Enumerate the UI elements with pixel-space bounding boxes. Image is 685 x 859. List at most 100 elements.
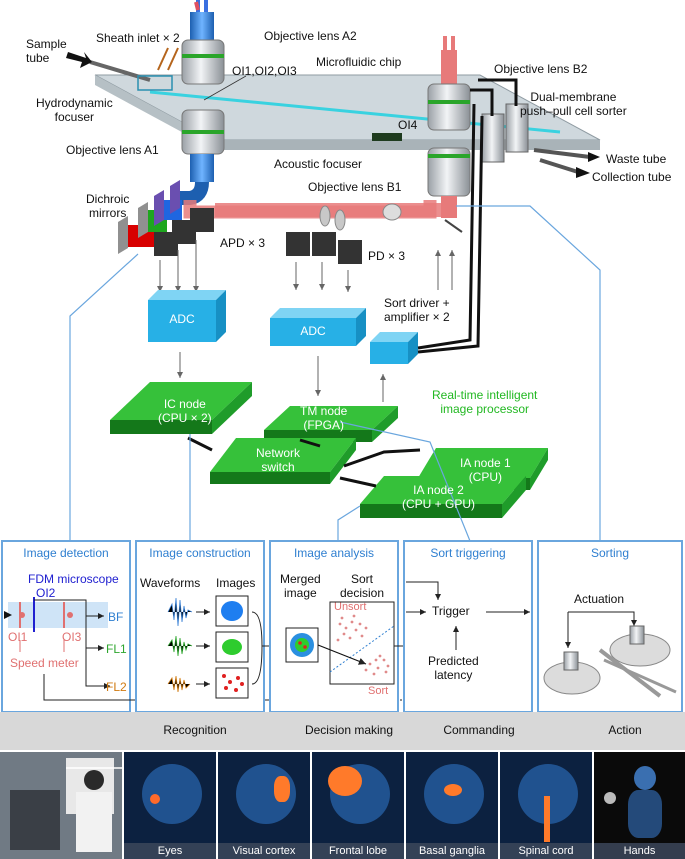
- hydrodynamic-focuser-shape: [137, 75, 173, 91]
- microfluidic-chip-label: Microfluidic chip: [316, 55, 402, 69]
- waveforms-label: Waveforms: [140, 576, 201, 590]
- network-switch-label: Network switch: [256, 446, 301, 474]
- sorting-title: Sorting: [590, 546, 630, 560]
- brain-tile-spinal-cord: Spinal cord: [500, 752, 592, 859]
- brain-tile-hands: Hands: [594, 752, 685, 859]
- collection-tube-label: Collection tube: [592, 170, 672, 184]
- sheath-inlet-2: [167, 47, 179, 71]
- waste-arrow: [588, 152, 600, 162]
- ic-node-box: [110, 382, 252, 434]
- stage-decision-making: Decision making: [304, 723, 394, 737]
- acoustic-focuser-label: Acoustic focuser: [274, 157, 363, 171]
- sort-driver-cable: [417, 103, 476, 350]
- adc-right-label: ADC: [300, 324, 326, 338]
- actuation-label: Actuation: [574, 592, 625, 606]
- brain-tile-basal-ganglia: Basal ganglia: [406, 752, 498, 859]
- objective-lens-b2: [427, 36, 471, 131]
- adc-left-label: ADC: [169, 312, 195, 326]
- bf-label: BF: [108, 610, 124, 624]
- pd-label: PD × 3: [368, 249, 406, 263]
- merged-image-label: Merged image: [280, 572, 321, 600]
- waste-tube-label: Waste tube: [606, 152, 667, 166]
- brain-caption-spinal-cord: Spinal cord: [500, 843, 592, 859]
- brain-caption-frontal-lobe: Frontal lobe: [312, 843, 404, 859]
- panel-image-construction-shape: [135, 540, 282, 713]
- bf-image-cell: [221, 601, 243, 621]
- pd-boxes: [286, 232, 362, 264]
- unsort-cluster: [336, 614, 368, 642]
- fdm-label: FDM microscope: [28, 572, 119, 586]
- brain-caption-basal-ganglia: Basal ganglia: [406, 843, 498, 859]
- objective-lens-a1: [176, 109, 225, 205]
- dichroic-mirror-assembly: [118, 180, 182, 254]
- collection-arrow: [576, 167, 590, 178]
- stage-commanding: Commanding: [443, 723, 515, 737]
- panel-sort-triggering-shape: [403, 540, 533, 713]
- oi2-label: OI2: [36, 586, 56, 600]
- speed-meter-label: Speed meter: [10, 656, 79, 670]
- ia-node-2-box: [360, 476, 526, 518]
- images-label: Images: [216, 576, 256, 590]
- oi4-label: OI4: [398, 118, 418, 132]
- sample-tube-label: Sample tube: [26, 37, 67, 65]
- waveform-bf: [167, 597, 193, 627]
- fl1-image-cell: [222, 639, 242, 655]
- waste-tube: [533, 148, 591, 159]
- apd-label: APD × 3: [220, 236, 266, 250]
- waveform-fl1: [167, 635, 193, 657]
- sort-driver-box: [370, 332, 418, 364]
- sample-tube: [89, 60, 151, 82]
- predicted-latency-label: Predicted latency: [428, 654, 479, 682]
- waveform-fl2: [167, 675, 191, 693]
- objective-b1-label: Objective lens B1: [308, 180, 402, 194]
- unsort-label: Unsort: [334, 601, 367, 613]
- ia-node-1-label: IA node 1 (CPU): [460, 456, 511, 484]
- brain-tile-frontal-lobe: Frontal lobe: [312, 752, 404, 859]
- hydrodynamic-focuser-label: Hydrodynamic focuser: [36, 96, 113, 124]
- ia-node-2-label: IA node 2 (CPU + GPU): [402, 483, 476, 511]
- sort-cluster: [364, 654, 390, 676]
- objective-lens-a2: [181, 0, 225, 85]
- image-analysis-title: Image analysis: [293, 546, 375, 560]
- sort-driver-label: Sort driver + amplifier × 2: [384, 296, 450, 324]
- sort-decision-label: Sort decision: [340, 572, 385, 600]
- adc-right-box: [270, 308, 366, 346]
- adc-left-box: [148, 290, 226, 342]
- oi3-label: OI3: [62, 630, 82, 644]
- sample-arrow: [66, 52, 92, 68]
- panel-sorting-shape: [537, 540, 683, 713]
- processor-title: Real-time intelligent image processor: [432, 388, 538, 416]
- trigger-label: Trigger: [432, 604, 470, 618]
- ic-node-label: IC node (CPU × 2): [158, 397, 212, 425]
- brain-tile-eyes: Eyes: [124, 752, 216, 859]
- panel-image-analysis-shape: [269, 540, 404, 713]
- dual-membrane-label: Dual-membrane push–pull cell sorter: [520, 90, 627, 118]
- brain-caption-eyes: Eyes: [124, 843, 216, 859]
- panel-image-detection-shape: [1, 540, 459, 713]
- stage-recognition: Recognition: [163, 723, 227, 737]
- fl2-image-dots: [222, 674, 244, 692]
- sheath-inlet-label: Sheath inlet × 2: [96, 31, 180, 45]
- fl2-label: FL2: [106, 680, 127, 694]
- tm-node-label: TM node (FPGA): [300, 404, 348, 432]
- dichroic-mirrors-label: Dichroic mirrors: [86, 192, 130, 220]
- brain-caption-hands: Hands: [594, 843, 685, 859]
- brain-caption-visual-cortex: Visual cortex: [218, 843, 310, 859]
- objective-b2-label: Objective lens B2: [494, 62, 588, 76]
- objective-a1-label: Objective lens A1: [66, 143, 159, 157]
- collection-tube: [539, 158, 579, 174]
- objective-a2-label: Objective lens A2: [264, 29, 357, 43]
- apd-boxes: [154, 208, 214, 256]
- sheath-inlet-1: [157, 47, 169, 71]
- stage-action: Action: [608, 723, 642, 737]
- sort-triggering-title: Sort triggering: [430, 546, 506, 560]
- fl1-label: FL1: [106, 642, 127, 656]
- acoustic-focuser-shape: [372, 133, 402, 141]
- dual-membrane-sorter: [470, 78, 529, 163]
- image-construction-title: Image construction: [149, 546, 251, 560]
- sort-label: Sort: [368, 685, 389, 697]
- oi1-label: OI1: [8, 630, 28, 644]
- image-detection-title: Image detection: [23, 546, 109, 560]
- brain-tile-visual-cortex: Visual cortex: [218, 752, 310, 859]
